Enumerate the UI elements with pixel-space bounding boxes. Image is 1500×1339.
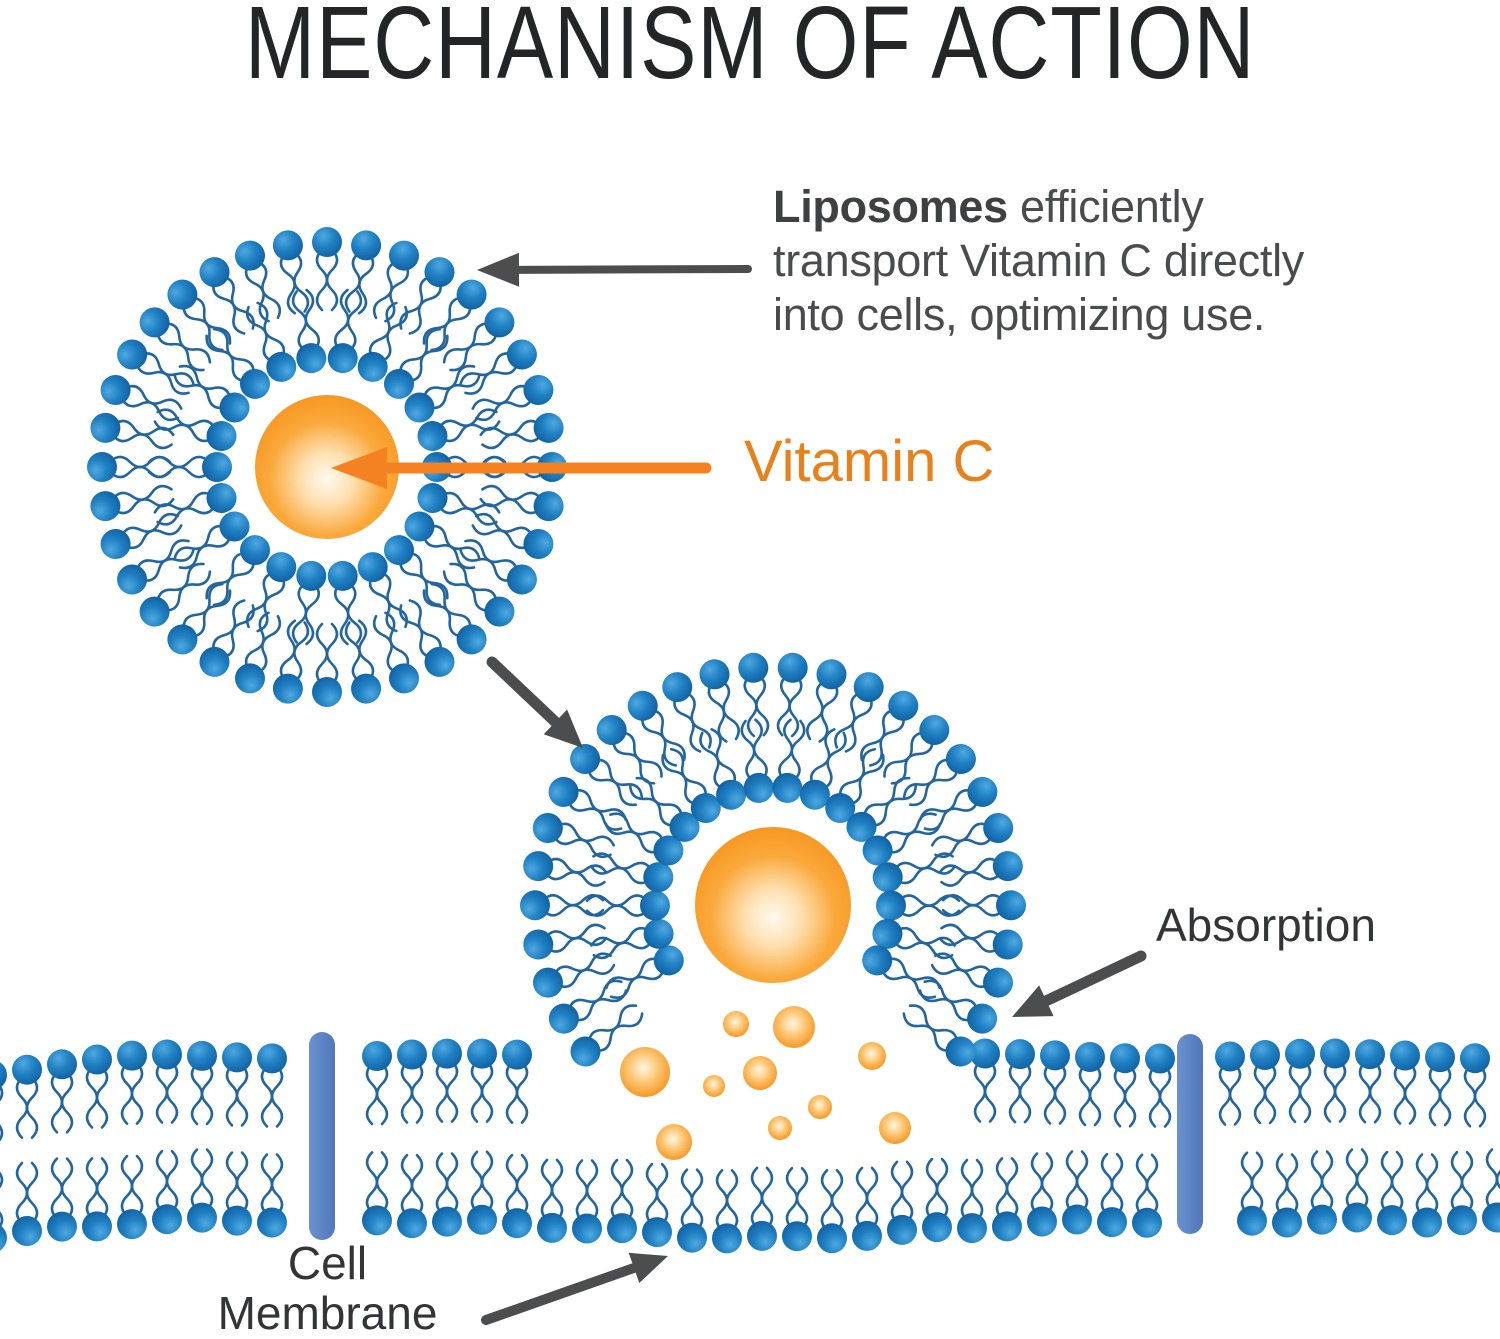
vitaminc-arrow: [331, 447, 712, 489]
page-title: MECHANISM OF ACTION: [0, 0, 1500, 102]
note-line3: into cells, optimizing use.: [773, 289, 1266, 340]
vitamin-droplet: [808, 1095, 832, 1119]
membrane-protein: [1177, 1034, 1203, 1234]
vitamin-c-core: [695, 827, 851, 983]
vitamin-droplet: [703, 1075, 725, 1097]
vitamin-droplet: [656, 1124, 692, 1160]
vitamin-c-core: [255, 395, 399, 539]
page-title-text: MECHANISM OF ACTION: [244, 0, 1256, 100]
note-line2: transport Vitamin C directly: [773, 235, 1304, 286]
cell-membrane-line2: Membrane: [217, 1287, 438, 1339]
vitamin-droplet: [620, 1047, 670, 1097]
liposome-fusing: [520, 652, 1026, 1067]
vitamin-droplet: [743, 1056, 777, 1090]
cell-membrane-line1: Cell: [287, 1237, 368, 1289]
vitamin-c-label: Vitamin C: [744, 429, 995, 494]
transfer-arrow: [486, 656, 583, 748]
membrane-arrow: [481, 1252, 668, 1325]
liposome-note: Liposomes efficiently transport Vitamin …: [773, 180, 1304, 342]
vitamin-droplet: [858, 1042, 886, 1070]
vitamin-droplet: [773, 1006, 815, 1048]
vitamin-droplet: [723, 1011, 749, 1037]
vitamin-droplet: [879, 1112, 911, 1144]
cell-membrane-label: Cell Membrane: [200, 1238, 455, 1338]
liposome-free: [87, 227, 567, 707]
note-bold-word: Liposomes: [773, 181, 1008, 232]
note-line1: efficiently: [1007, 181, 1204, 232]
vitamin-droplet: [768, 1116, 792, 1140]
membrane-protein: [309, 1032, 335, 1240]
absorption-arrow: [1012, 950, 1147, 1017]
note-arrow: [477, 252, 752, 287]
cell-membrane: [0, 1032, 1500, 1254]
absorption-label: Absorption: [1156, 899, 1376, 951]
vitamin-droplets: [620, 1006, 911, 1160]
